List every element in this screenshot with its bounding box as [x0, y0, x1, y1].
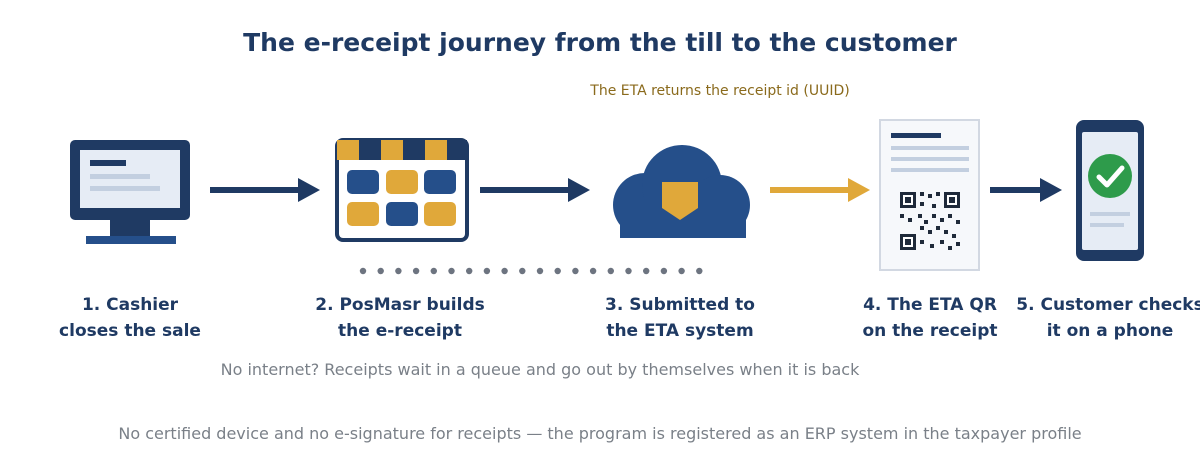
queue-dot	[678, 267, 685, 275]
pos-terminal-icon	[335, 138, 469, 242]
arrow-4	[990, 178, 1062, 202]
queue-dot	[430, 267, 437, 275]
queue-dot	[448, 267, 455, 275]
offline-queue-note: No internet? Receipts wait in a queue an…	[220, 360, 860, 379]
queue-dot	[589, 267, 597, 275]
queue-dot	[572, 267, 579, 275]
queue-dot	[483, 267, 491, 275]
arrow-1	[210, 178, 320, 202]
queue-dot	[607, 267, 614, 275]
uuid-return-note: The ETA returns the receipt id (UUID)	[590, 83, 850, 99]
queue-dot	[660, 267, 668, 275]
arrow-2	[480, 178, 590, 202]
phone-check-icon	[1076, 120, 1144, 261]
queue-dot	[643, 267, 650, 275]
diagram-title: The e-receipt journey from the till to t…	[243, 28, 957, 57]
monitor-icon	[70, 140, 190, 244]
queue-dot	[519, 267, 526, 275]
queue-dot	[625, 267, 632, 275]
queue-dot	[501, 267, 508, 275]
arrow-3	[770, 178, 870, 202]
queue-dot	[359, 267, 367, 275]
cloud-shield-icon	[613, 145, 750, 238]
queue-dot	[554, 267, 561, 275]
queue-dot	[395, 267, 402, 275]
registration-note: No certified device and no e-signature f…	[118, 424, 1082, 443]
offline-queue-dots	[359, 267, 703, 275]
queue-dot	[377, 267, 384, 275]
queue-dot	[412, 267, 420, 275]
receipt-qr-icon	[879, 119, 980, 271]
queue-dot	[536, 267, 544, 275]
queue-dot	[466, 267, 473, 275]
queue-dot	[696, 267, 703, 275]
qr-code	[900, 192, 960, 250]
